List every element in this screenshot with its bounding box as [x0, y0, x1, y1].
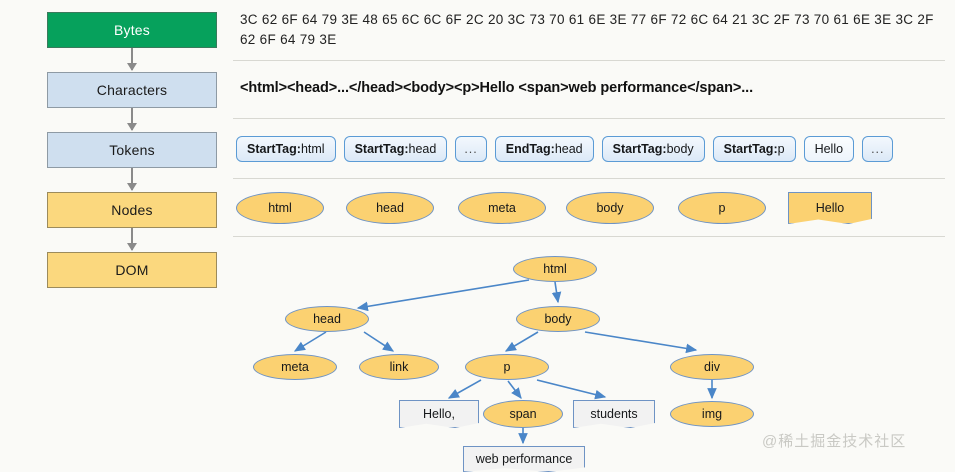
pipeline-step-tokens[interactable]: Tokens	[47, 132, 217, 168]
token-chip[interactable]: StartTag: head	[343, 136, 448, 162]
dom-element-node[interactable]: img	[670, 401, 754, 427]
node-label: head	[376, 201, 404, 215]
token-kind: StartTag:	[354, 142, 409, 156]
node-ellipse[interactable]: html	[236, 192, 324, 224]
pipeline-step-bytes[interactable]: Bytes	[47, 12, 217, 48]
pipeline-step-label: Tokens	[109, 142, 155, 158]
token-value: ...	[871, 142, 885, 156]
dom-node-label: body	[544, 312, 572, 326]
dom-text-node[interactable]: web performance	[463, 446, 585, 472]
token-chip[interactable]: ...	[455, 136, 487, 162]
dom-node-label: div	[704, 360, 720, 374]
dom-element-node[interactable]: link	[359, 354, 439, 380]
token-value: html	[300, 142, 325, 156]
dom-node-label: web performance	[475, 452, 573, 466]
pipeline-step-characters[interactable]: Characters	[47, 72, 217, 108]
token-value: Hello	[814, 142, 844, 156]
dom-element-node[interactable]: div	[670, 354, 754, 380]
token-value: p	[777, 142, 785, 156]
characters-markup-text: <html><head>...</head><body><p>Hello <sp…	[240, 80, 753, 96]
divider-bytes	[233, 60, 945, 61]
dom-node-label: students	[590, 407, 638, 421]
pipeline-step-nodes[interactable]: Nodes	[47, 192, 217, 228]
dom-node-label: head	[313, 312, 341, 326]
dom-node-label: link	[389, 360, 409, 374]
dom-text-node[interactable]: Hello,	[399, 400, 479, 428]
dom-element-node[interactable]: p	[465, 354, 549, 380]
token-kind: StartTag:	[723, 142, 778, 156]
dom-node-label: span	[509, 407, 537, 421]
pipeline-step-label: Nodes	[111, 202, 153, 218]
token-chip[interactable]: StartTag: html	[236, 136, 336, 162]
token-kind: StartTag:	[612, 142, 667, 156]
token-chip[interactable]: ...	[862, 136, 894, 162]
dom-element-node[interactable]: head	[285, 306, 369, 332]
dom-node-label: Hello,	[423, 407, 455, 421]
pipeline-arrow-bytes-to-characters	[127, 48, 137, 71]
watermark-text: @稀土掘金技术社区	[762, 433, 907, 450]
divider-characters	[233, 118, 945, 119]
token-chip[interactable]: EndTag: head	[494, 136, 594, 162]
pipeline-arrow-characters-to-tokens	[127, 108, 137, 131]
token-value: ...	[464, 142, 478, 156]
dom-node-label: meta	[281, 360, 309, 374]
node-text-shape[interactable]: Hello	[788, 192, 872, 224]
pipeline-arrow-tokens-to-nodes	[127, 168, 137, 191]
token-chip[interactable]: StartTag: p	[712, 136, 796, 162]
node-ellipse[interactable]: p	[678, 192, 766, 224]
dom-node-label: p	[503, 360, 511, 374]
token-chip[interactable]: StartTag: body	[601, 136, 705, 162]
token-kind: EndTag:	[505, 142, 555, 156]
pipeline-step-label: DOM	[115, 262, 149, 278]
dom-element-node[interactable]: html	[513, 256, 597, 282]
node-label: meta	[488, 201, 516, 215]
token-value: head	[554, 142, 583, 156]
pipeline-step-label: Bytes	[113, 22, 150, 38]
pipeline-step-dom[interactable]: DOM	[47, 252, 217, 288]
token-kind: StartTag:	[247, 142, 301, 156]
dom-element-node[interactable]: body	[516, 306, 600, 332]
node-label: body	[596, 201, 624, 215]
token-chip[interactable]: Hello	[803, 136, 855, 162]
pipeline-arrow-nodes-to-dom	[127, 228, 137, 251]
node-label: Hello	[815, 201, 845, 215]
dom-node-label: img	[701, 407, 723, 421]
dom-element-node[interactable]: meta	[253, 354, 337, 380]
dom-element-node[interactable]: span	[483, 400, 563, 428]
node-ellipse[interactable]: meta	[458, 192, 546, 224]
pipeline-step-label: Characters	[96, 82, 168, 98]
dom-text-node[interactable]: students	[573, 400, 655, 428]
token-value: head	[408, 142, 437, 156]
divider-tokens	[233, 178, 945, 179]
bytes-hex-text: 3C 62 6F 64 79 3E 48 65 6C 6C 6F 2C 20 3…	[240, 12, 934, 47]
node-ellipse[interactable]: body	[566, 192, 654, 224]
dom-node-label: html	[543, 262, 567, 276]
node-label: html	[268, 201, 292, 215]
token-value: body	[666, 142, 694, 156]
dom-tree-edges	[293, 279, 717, 445]
node-ellipse[interactable]: head	[346, 192, 434, 224]
node-label: p	[718, 201, 726, 215]
divider-nodes	[233, 236, 945, 237]
